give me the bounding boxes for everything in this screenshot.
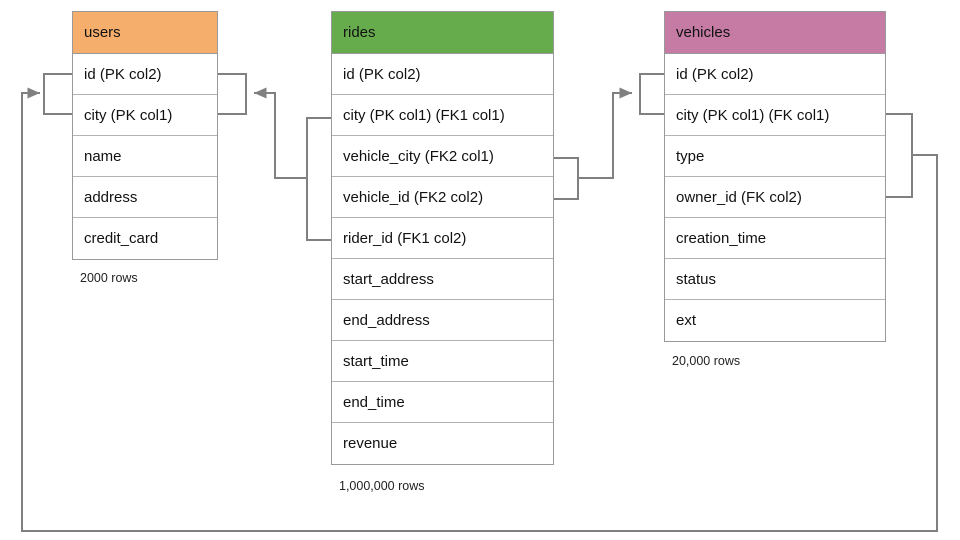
- table-vehicles-column-city[interactable]: city (PK col1) (FK col1): [665, 95, 885, 136]
- table-vehicles-column-status[interactable]: status: [665, 259, 885, 300]
- table-rides-column-end-address[interactable]: end_address: [332, 300, 553, 341]
- table-rides-column-start-address[interactable]: start_address: [332, 259, 553, 300]
- table-rides-row-count: 1,000,000 rows: [339, 479, 425, 493]
- edge-bracket-vehicles-left: [639, 73, 664, 115]
- table-rides[interactable]: rides id (PK col2) city (PK col1) (FK1 c…: [331, 11, 554, 465]
- edge-rides-fk1-to-users: [254, 87, 307, 179]
- table-rides-column-id[interactable]: id (PK col2): [332, 54, 553, 95]
- edge-rides-fk2-to-vehicles: [578, 87, 632, 179]
- table-vehicles-column-id[interactable]: id (PK col2): [665, 54, 885, 95]
- edge-bracket-rides-right: [554, 157, 579, 200]
- table-vehicles-column-ext[interactable]: ext: [665, 300, 885, 341]
- table-users-column-name[interactable]: name: [73, 136, 217, 177]
- edge-bracket-rides-left: [306, 117, 331, 241]
- edge-bracket-users-right: [218, 73, 247, 115]
- table-users-row-count: 2000 rows: [80, 271, 138, 285]
- table-vehicles-column-owner-id[interactable]: owner_id (FK col2): [665, 177, 885, 218]
- edge-bracket-vehicles-right: [886, 113, 913, 198]
- table-rides-column-end-time[interactable]: end_time: [332, 382, 553, 423]
- table-users-column-credit-card[interactable]: credit_card: [73, 218, 217, 259]
- table-rides-column-revenue[interactable]: revenue: [332, 423, 553, 464]
- table-rides-column-vehicle-city[interactable]: vehicle_city (FK2 col1): [332, 136, 553, 177]
- table-users[interactable]: users id (PK col2) city (PK col1) name a…: [72, 11, 218, 260]
- table-rides-column-city[interactable]: city (PK col1) (FK1 col1): [332, 95, 553, 136]
- table-rides-column-rider-id[interactable]: rider_id (FK1 col2): [332, 218, 553, 259]
- table-rides-header: rides: [332, 12, 553, 54]
- table-vehicles-column-type[interactable]: type: [665, 136, 885, 177]
- table-rides-column-vehicle-id[interactable]: vehicle_id (FK2 col2): [332, 177, 553, 218]
- table-users-column-id[interactable]: id (PK col2): [73, 54, 217, 95]
- edge-bracket-users-left: [43, 73, 72, 115]
- table-vehicles-column-creation-time[interactable]: creation_time: [665, 218, 885, 259]
- table-rides-column-start-time[interactable]: start_time: [332, 341, 553, 382]
- table-vehicles-row-count: 20,000 rows: [672, 354, 741, 368]
- table-vehicles-header: vehicles: [665, 12, 885, 54]
- table-users-column-city[interactable]: city (PK col1): [73, 95, 217, 136]
- table-users-header: users: [73, 12, 217, 54]
- table-users-column-address[interactable]: address: [73, 177, 217, 218]
- table-vehicles[interactable]: vehicles id (PK col2) city (PK col1) (FK…: [664, 11, 886, 342]
